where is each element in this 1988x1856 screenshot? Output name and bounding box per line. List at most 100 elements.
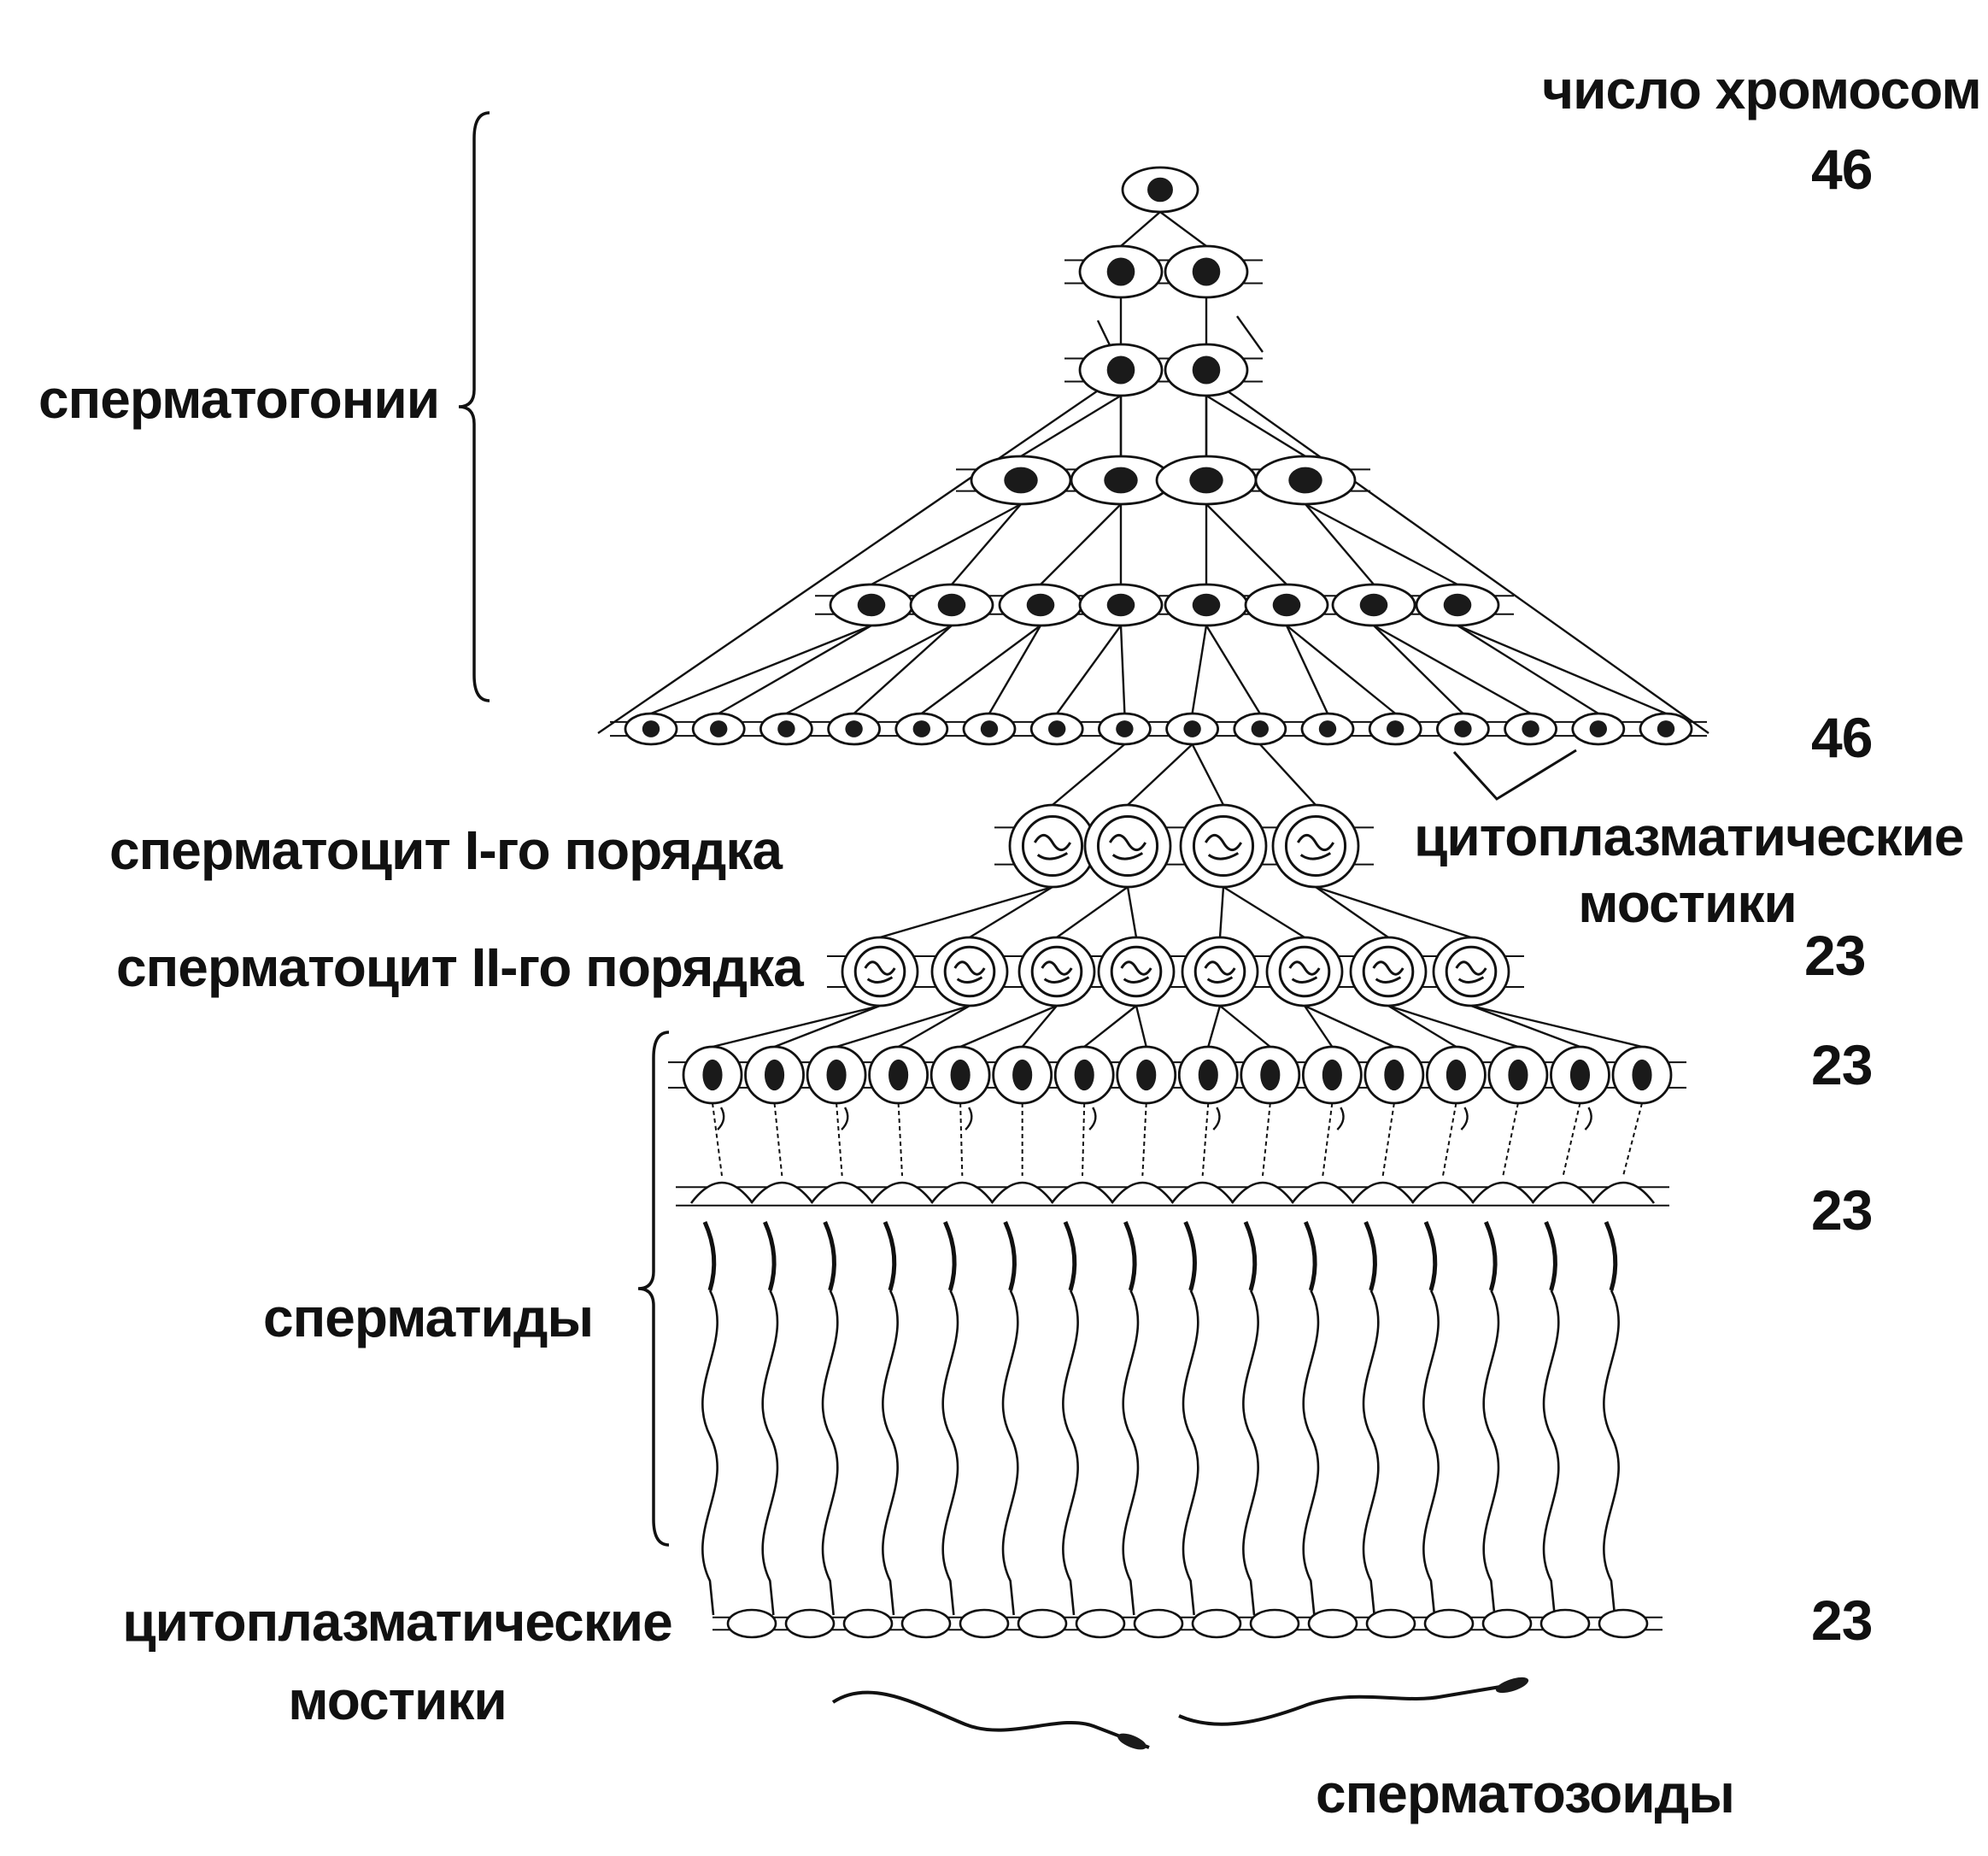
nucleus [1589,720,1608,737]
lineage-line [1373,625,1464,714]
cytoplasmic-bridges-line1: цитоплазматические [122,1591,672,1653]
lineage-line [836,1004,971,1048]
lineage-line [1470,1004,1580,1048]
spermatid-tail [1122,1289,1140,1616]
lineage-line [1236,315,1264,353]
nucleus [1251,720,1270,737]
lineage-line [1387,1004,1457,1048]
spermatid-cap [1410,1181,1475,1204]
chromatin [1372,960,1405,984]
chromatin [1108,833,1147,860]
spermatid-cap [990,1181,1054,1204]
lineage-line [1020,394,1122,458]
elongating_spermatid-cell [689,1181,754,1616]
nucleus [1106,355,1135,385]
spermatozoon [1178,1682,1522,1726]
spermatogonium-cell [1121,166,1199,214]
lineage-line [1052,743,1126,806]
spermatid-head [763,1220,777,1291]
round_spermatid-cell [1487,1045,1549,1105]
secondary_spermatocyte-cell [1265,936,1344,1007]
lineage-line [959,1102,964,1177]
spermatid-cap [1531,1181,1595,1204]
nucleus [1359,593,1388,617]
nucleus [1445,945,1498,998]
round_spermatid-cell [1611,1045,1673,1105]
elongating_spermatid-cell [1531,1181,1595,1616]
lineage-line [1305,502,1458,586]
lineage-line [1205,625,1261,714]
lineage-line [836,1102,843,1177]
spermatogonium-cell [691,712,746,746]
cell-row-spermatogonium [1121,166,1199,214]
spermatogonium-cell [1244,583,1329,627]
spermatid-tail [701,1289,718,1616]
nucleus [1192,814,1255,878]
lineage-line [712,1102,723,1177]
spermatid-head [1544,1220,1557,1291]
nucleus [943,945,996,998]
lineage-line [1223,885,1305,939]
spermatogonium-cell [1078,343,1164,397]
chromosome-count-header: число хромосом [1542,59,1982,120]
spermatid-tail [941,1289,959,1616]
spermatid-head [1423,1220,1438,1291]
elongating_spermatid-cell [990,1181,1054,1616]
bridge_chain-cell [1365,1608,1416,1639]
round_spermatid-cell [929,1045,991,1131]
nucleus [980,720,999,737]
bridge-link [1133,1608,1184,1639]
bridge-link [1075,1608,1126,1639]
round_spermatid-cell [1177,1045,1239,1131]
cell-row-bridge_chain [713,1608,1663,1639]
round_spermatid-cell [1550,1045,1610,1131]
spermatid-head [823,1220,836,1291]
cytoplasmic-bridges-label-left: цитоплазматические мостики [120,1583,675,1740]
lineage-line [879,885,1053,939]
nucleus [857,593,886,617]
nucleus [845,720,863,737]
lineage-line [1322,1102,1334,1177]
lineage-line [853,625,953,714]
spermatogonium-cell [1164,343,1249,397]
spermatogonium-cell [1415,583,1500,627]
elongating_spermatid-cell [810,1181,874,1616]
bridge_chain-cell [1423,1608,1475,1639]
lineage-line [1286,625,1396,714]
spermatid-head [1363,1220,1377,1291]
spermatogonium-cell [1368,712,1422,746]
lineage-line [1021,1005,1058,1048]
spermatogonium-cell [1436,712,1490,746]
nucleus [1193,945,1246,998]
lineage-line [1315,886,1389,938]
chromatin [1288,960,1321,984]
braces [458,111,1577,1547]
lineage-line [969,885,1053,939]
spermatogonium-cell [1504,712,1557,746]
bridge_chain-cell [959,1608,1010,1639]
cell-row-spermatogonium [610,712,1707,746]
spermatid-cap [1170,1181,1234,1204]
bridge-link [1017,1608,1068,1639]
spermatogonium-cell [970,455,1072,506]
nucleus [1136,1059,1157,1091]
chromosome-number-elongating-spermatid: 23 [1811,1178,1873,1242]
lineage-line [785,624,953,715]
cell-row-secondary_spermatocyte [827,936,1524,1007]
nucleus [1147,177,1173,203]
nucleus [1012,1059,1033,1091]
round_spermatid-cell [1240,1045,1301,1105]
lineage-line [773,1102,783,1177]
lineage-line [1127,743,1193,806]
spermatogonium-cell [1165,712,1219,746]
flagellum-start [1336,1107,1345,1131]
lineage-line [1622,1102,1643,1177]
spermatid-tail [1422,1289,1440,1616]
nucleus [1116,720,1134,737]
nucleus [1260,1059,1281,1091]
bridge-link [726,1608,777,1639]
nucleus [826,1059,847,1091]
chromatin [1204,833,1243,860]
elongating_spermatid-cell [1591,1181,1656,1616]
flagellum-start [1584,1107,1592,1131]
